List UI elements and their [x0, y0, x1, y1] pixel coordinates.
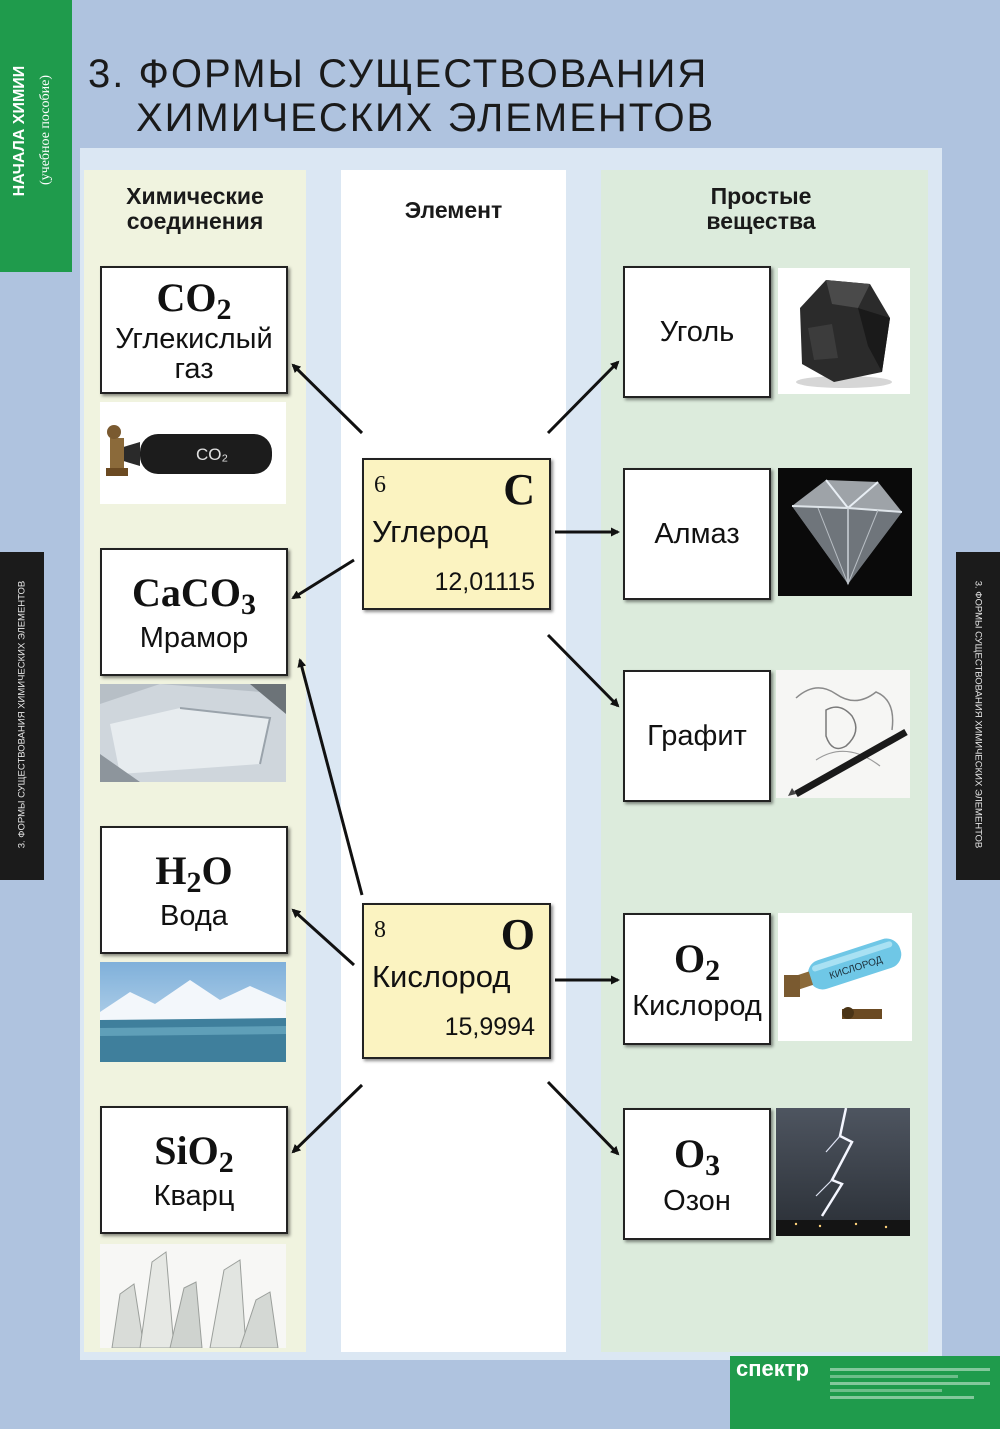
element-card-carbon: 6 C Углерод 12,01115	[362, 458, 551, 610]
arrow-oxygen-h2o	[291, 908, 356, 967]
substance-card-coal: Уголь	[623, 266, 771, 398]
substance-name: Графит	[647, 720, 747, 752]
arrow-carbon-coal	[546, 360, 620, 435]
arrow-carbon-graphite	[546, 633, 620, 708]
element-mass: 12,01115	[434, 568, 535, 596]
column-header-compounds-line2: соединения	[126, 208, 264, 234]
side-label-bar: НАЧАЛА ХИМИИ (учебное пособие)	[0, 0, 72, 272]
column-header-simple-line1: Простые	[710, 183, 812, 209]
publisher-logo: спектр	[736, 1356, 809, 1381]
substance-card-graphite: Графит	[623, 670, 771, 802]
marble-block-image	[100, 684, 286, 782]
compound-card-sio2: SiO2 Кварц	[100, 1106, 288, 1234]
column-header-compounds: Химические соединения	[84, 184, 306, 234]
compound-name-line1: Мрамор	[139, 622, 249, 654]
element-name: Углерод	[372, 514, 489, 549]
column-header-simple: Простые вещества	[601, 184, 921, 234]
diamond-image	[778, 468, 912, 596]
quartz-crystals-image	[100, 1244, 286, 1348]
substance-formula: O2	[673, 936, 721, 988]
column-header-compounds-line1: Химические	[126, 183, 264, 209]
compound-formula: CO2	[156, 275, 232, 327]
arrow-oxygen-caco3	[297, 658, 364, 896]
compound-name-line1: Вода	[160, 900, 228, 932]
graphite-pencil-image	[776, 670, 910, 798]
substance-name: Уголь	[659, 316, 735, 348]
page-title-line1: 3. ФОРМЫ СУЩЕСТВОВАНИЯ	[88, 52, 709, 96]
element-number: 8	[374, 917, 386, 943]
oxygen-cylinder-image: КИСЛОРОД	[778, 913, 912, 1041]
column-element	[341, 170, 566, 1352]
side-tab-left: 3. ФОРМЫ СУЩЕСТВОВАНИЯ ХИМИЧЕСКИХ ЭЛЕМЕН…	[0, 552, 44, 880]
substance-card-diamond: Алмаз	[623, 468, 771, 600]
compound-name-line2: газ	[174, 353, 214, 385]
substance-card-o2: O2 Кислород	[623, 913, 771, 1045]
substance-card-o3: O3 Озон	[623, 1108, 771, 1240]
co2-cylinder-image: CO₂	[100, 402, 286, 504]
lightning-image	[776, 1108, 910, 1236]
substance-name: Алмаз	[654, 518, 740, 550]
compound-name-line1: Углекислый	[115, 323, 273, 355]
element-symbol: C	[503, 465, 535, 514]
compound-name-line1: Кварц	[153, 1180, 235, 1212]
side-tab-right: 3. ФОРМЫ СУЩЕСТВОВАНИЯ ХИМИЧЕСКИХ ЭЛЕМЕН…	[956, 552, 1000, 880]
coal-image	[778, 268, 910, 394]
element-number: 6	[374, 472, 386, 498]
substance-name: Кислород	[632, 990, 762, 1022]
co2-cylinder-label: CO₂	[196, 445, 228, 464]
element-name: Кислород	[372, 959, 511, 994]
arrow-oxygen-sio2	[291, 1083, 364, 1154]
compound-formula: CaCO3	[132, 570, 256, 622]
column-header-element: Элемент	[404, 197, 503, 223]
compound-formula: H2O	[155, 848, 233, 900]
icebergs-image	[100, 962, 286, 1062]
element-mass: 15,9994	[444, 1013, 535, 1041]
arrow-carbon-caco3	[291, 558, 355, 600]
substance-name: Озон	[663, 1185, 731, 1217]
element-card-oxygen: 8 O Кислород 15,9994	[362, 903, 551, 1059]
element-symbol: O	[500, 910, 535, 959]
compound-formula: SiO2	[154, 1128, 234, 1180]
arrow-carbon-co2	[291, 363, 364, 435]
publisher-footer: спектр	[730, 1356, 1000, 1429]
footer-fineprint	[830, 1364, 990, 1420]
compound-card-co2: CO2 Углекислый газ	[100, 266, 288, 394]
substance-formula: O3	[673, 1131, 721, 1183]
page-title-line2: ХИМИЧЕСКИХ ЭЛЕМЕНТОВ	[136, 96, 716, 140]
column-header-simple-line2: вещества	[706, 208, 816, 234]
arrow-oxygen-o3	[546, 1080, 620, 1156]
compound-card-h2o: H2O Вода	[100, 826, 288, 954]
compound-card-caco3: CaCO3 Мрамор	[100, 548, 288, 676]
